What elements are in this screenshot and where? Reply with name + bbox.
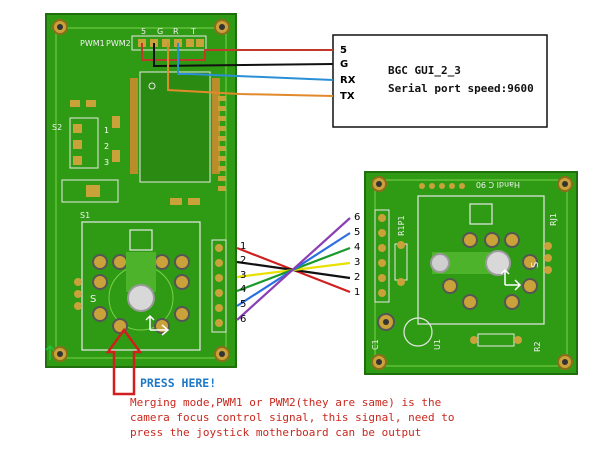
header-label-5: 5	[141, 27, 146, 36]
switch-s1	[61, 179, 119, 203]
switch-s2	[69, 117, 99, 169]
right-pin-4: 4	[354, 242, 360, 253]
right-top-text: Handl C 90	[476, 180, 520, 189]
header-label-r: R	[173, 27, 179, 36]
label-u1: U1	[433, 339, 442, 350]
right-top-pads	[419, 183, 465, 189]
label-sw-1: 1	[104, 126, 109, 135]
label-sw-2: 2	[104, 142, 109, 151]
right-pin-2: 2	[354, 272, 360, 283]
smd-pads	[70, 96, 226, 205]
wire-6	[236, 217, 351, 321]
label-sw-3: 3	[104, 158, 109, 167]
right-pin-3: 3	[354, 257, 360, 268]
right-joystick-footprint	[417, 195, 552, 325]
label-rj1: RJ1	[549, 213, 558, 226]
left-pin-1: 1	[240, 241, 246, 252]
gui-pin-tx: TX	[340, 91, 355, 102]
right-pin-numbers: 6 5 4 3 2 1	[354, 212, 360, 298]
label-right-s: S	[530, 262, 541, 268]
right-pin-6: 6	[354, 212, 360, 223]
header-label-g: G	[157, 27, 163, 36]
wire-g	[153, 43, 334, 68]
merging-mode-note: Merging mode,PWM1 or PWM2(they are same)…	[130, 396, 455, 439]
gui-pin-rx: RX	[340, 75, 356, 86]
right-pin-1: 1	[354, 287, 360, 298]
cross-wires	[236, 217, 351, 321]
left-pin-numbers: 1 2 3 4 5 6	[240, 241, 246, 325]
right-side-connector	[374, 209, 390, 303]
gui-pin-5: 5	[340, 45, 347, 56]
wire-rx	[177, 43, 334, 81]
wire-5	[141, 43, 333, 61]
green-arrow-icon	[45, 344, 55, 360]
gui-title: BGC GUI_2_3	[388, 64, 461, 77]
label-joystick-s: S	[90, 294, 96, 305]
label-s2: S2	[52, 123, 62, 132]
microcontroller-chip	[130, 71, 220, 183]
right-pcb-board: Handl C 90 R1P1	[364, 171, 578, 375]
header-label-pwm2: PWM2	[106, 39, 131, 48]
label-r1p1: R1P1	[397, 215, 406, 236]
label-r2: R2	[533, 341, 542, 352]
left-pin-5: 5	[240, 299, 246, 310]
header-label-pwm1: PWM1	[80, 39, 105, 48]
left-pin-6: 6	[240, 314, 246, 325]
left-pin-2: 2	[240, 255, 246, 266]
label-s1: S1	[80, 211, 90, 220]
left-pin-4: 4	[240, 284, 246, 295]
right-pin-5: 5	[354, 227, 360, 238]
gui-box: BGC GUI_2_3 Serial port speed:9600 5 G R…	[332, 34, 548, 128]
serial-wires	[141, 43, 334, 97]
left-pin-3: 3	[240, 270, 246, 281]
u1-outline	[403, 317, 433, 347]
left-side-connector	[211, 239, 227, 333]
gui-subtitle: Serial port speed:9600	[388, 82, 534, 95]
press-arrow-icon	[105, 327, 143, 396]
press-here-label: PRESS HERE!	[140, 376, 217, 390]
joystick-footprint	[74, 221, 201, 351]
label-c1: C1	[371, 339, 380, 350]
gui-pin-g: G	[340, 59, 348, 70]
wire-tx	[167, 43, 334, 97]
header-label-t: T	[190, 27, 196, 36]
left-pcb-board: PWM1 PWM2 5 G R T	[45, 13, 237, 368]
